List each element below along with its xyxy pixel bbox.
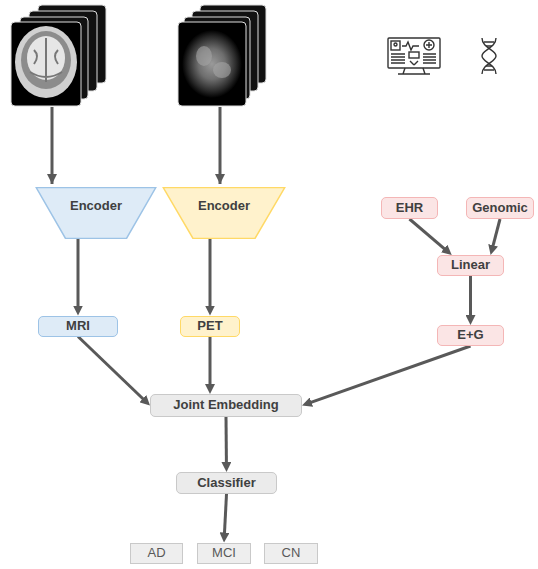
monitor-stand: [398, 68, 430, 74]
dna-icon: [482, 38, 496, 74]
brain-folds: [30, 38, 62, 82]
connector-arrow: [225, 417, 228, 464]
ehr-cross: [426, 42, 432, 48]
ehr-glyph: [424, 40, 434, 50]
encoder-trapezoid: Encoder: [35, 187, 157, 239]
class-label-box: CN: [264, 543, 318, 564]
connector-arrow: [209, 239, 212, 308]
input-box: Genomic: [466, 197, 534, 219]
node-label: PET: [197, 319, 222, 333]
connector-arrow: [493, 219, 500, 247]
connector-arrow: [209, 337, 212, 387]
embedding-box: PET: [180, 316, 240, 337]
node-label: Genomic: [472, 201, 528, 215]
ehr-lines: [391, 54, 405, 63]
node-label: AD: [147, 546, 165, 560]
encoder-trapezoid: Encoder: [162, 187, 286, 239]
connector-arrow: [77, 239, 80, 308]
node-label: E+G: [457, 328, 483, 342]
ehr-pulse: [402, 42, 419, 50]
process-box: Linear: [437, 255, 504, 276]
embedding-box: E+G: [437, 325, 504, 346]
input-arrow: [51, 107, 54, 184]
pet-spot: [213, 62, 231, 78]
pet-brain: [182, 30, 242, 98]
node-label: Encoder: [35, 199, 157, 213]
pet-slice: [178, 22, 246, 106]
node-label: MCI: [212, 546, 236, 560]
class-label-box: AD: [130, 543, 183, 564]
classifier-box: Classifier: [176, 472, 277, 494]
pet-spot: [196, 46, 212, 66]
node-label: EHR: [396, 201, 423, 215]
fusion-box: Joint Embedding: [150, 394, 302, 417]
input-arrow: [219, 107, 222, 184]
class-label-box: MCI: [197, 543, 251, 564]
node-label: MRI: [66, 319, 90, 333]
embedding-box: MRI: [38, 316, 118, 337]
connector-arrow: [469, 276, 472, 317]
dna-strand: [482, 38, 496, 74]
ehr-glyph: [391, 41, 400, 50]
ehr-glyph: [394, 43, 397, 46]
connector-arrow: [224, 494, 226, 535]
connector-arrow: [310, 346, 471, 403]
connector-arrow: [78, 337, 144, 400]
node-label: Joint Embedding: [173, 398, 278, 412]
node-label: Classifier: [197, 476, 256, 490]
monitor-frame: [388, 38, 440, 68]
ehr-lines: [410, 54, 436, 65]
ehr-icon: [388, 38, 440, 74]
node-label: Linear: [451, 258, 490, 272]
node-label: CN: [282, 546, 301, 560]
mri-image-stack: [11, 5, 106, 106]
brain-grey-matter: [21, 31, 71, 89]
input-box: EHR: [381, 197, 438, 219]
mri-slice: [11, 22, 81, 106]
ehr-glyph: [409, 52, 419, 58]
dna-rungs: [484, 42, 494, 70]
pet-image-stack: [178, 5, 266, 106]
node-label: Encoder: [162, 199, 286, 213]
dna-strand: [482, 38, 496, 74]
brain-outline: [15, 26, 77, 98]
connector-arrow: [410, 219, 446, 250]
